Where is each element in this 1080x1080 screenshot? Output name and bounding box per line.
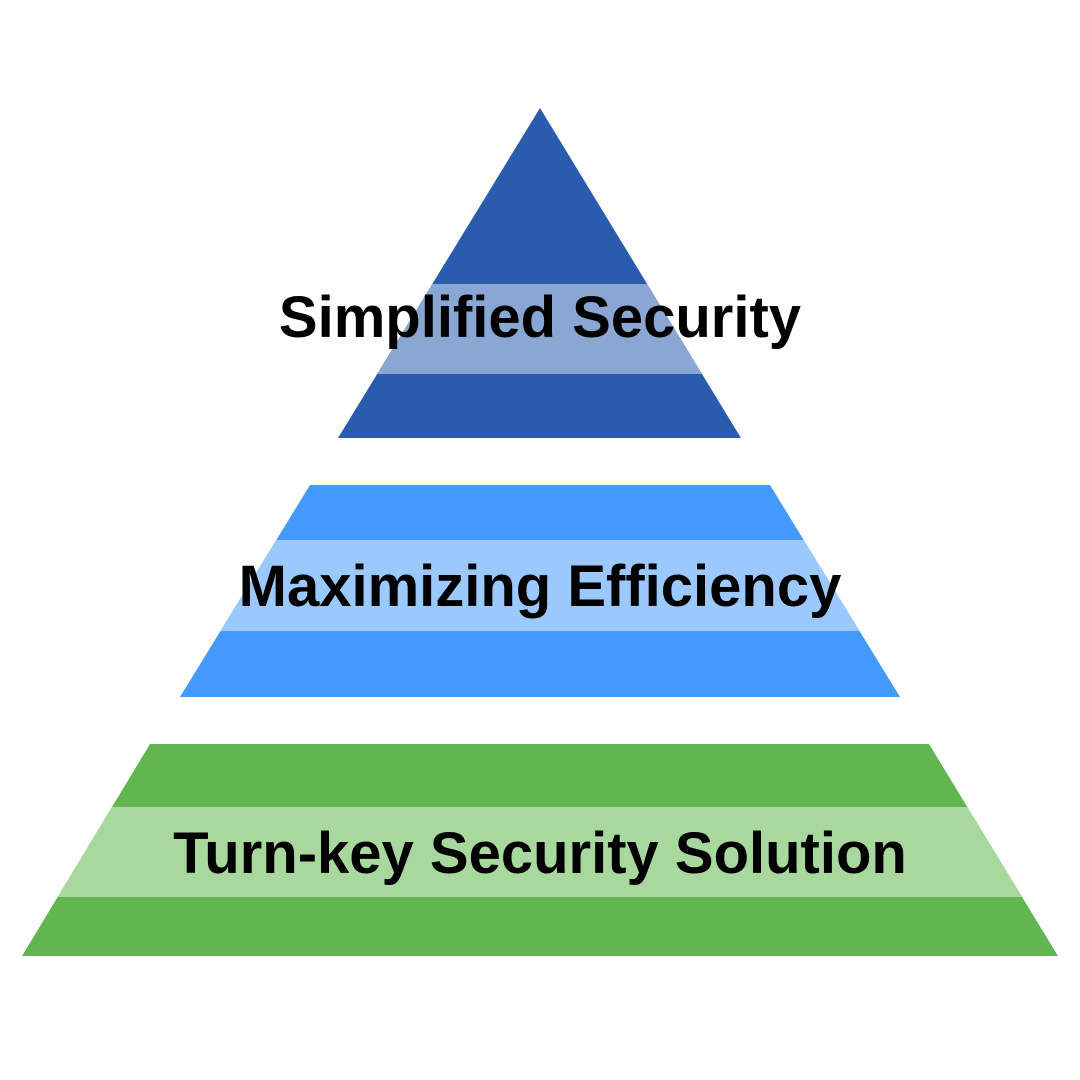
tier-bottom: Turn-key Security Solution	[22, 744, 1058, 956]
tier-middle-band	[180, 540, 900, 631]
tier-middle: Maximizing Efficiency	[180, 485, 900, 697]
tier-middle-label: Maximizing Efficiency	[239, 554, 842, 619]
tier-top-shape	[338, 108, 741, 438]
tier-top-label: Simplified Security	[279, 285, 801, 350]
tier-top: Simplified Security	[279, 108, 801, 438]
tier-bottom-band	[22, 807, 1058, 897]
tier-bottom-label: Turn-key Security Solution	[173, 821, 907, 886]
